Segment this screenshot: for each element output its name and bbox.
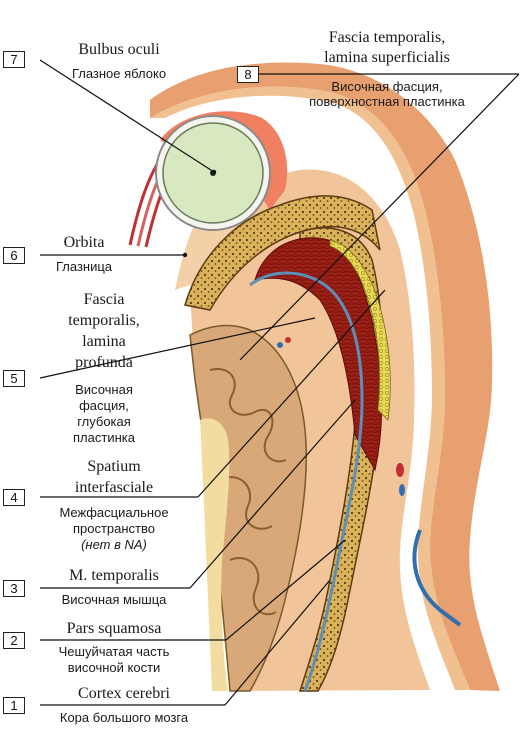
label-number-5: 5 (3, 370, 25, 387)
label-2-russian-line1: Чешуйчатая часть (58, 644, 170, 659)
label-3-russian: Височная мышца (61, 592, 167, 607)
label-6-russian: Глазница (55, 259, 113, 274)
label-5-latin-line2: temporalis, (68, 312, 140, 329)
label-7-russian: Глазное яблоко (71, 66, 167, 81)
label-5-russian-line3: глубокая (77, 414, 131, 429)
label-5-latin-line1: Fascia (83, 291, 125, 308)
label-4-russian-line2: пространство (72, 521, 156, 536)
fascia-line (249, 271, 364, 692)
label-number-2: 2 (3, 632, 25, 649)
label-7-latin: Bulbus oculi (78, 41, 160, 58)
label-5-russian-line4: пластинка (73, 430, 135, 445)
label-4-russian-line1: Межфасциальное (59, 505, 169, 520)
label-number-4: 4 (3, 489, 25, 506)
label-5-latin-line4: profunda (75, 354, 133, 371)
leader-lines (39, 59, 520, 706)
interfascial-fat (329, 239, 391, 421)
label-5-latin-line3: lamina (82, 333, 126, 350)
label-5-russian-line1: Височная (75, 382, 133, 397)
label-4-latin-line1: Spatium (87, 458, 141, 475)
label-8-latin-line2: lamina superficialis (324, 49, 450, 66)
label-8-latin-line1: Fascia temporalis, (328, 29, 446, 46)
label-number-7: 7 (3, 51, 25, 68)
cortex-folds (209, 368, 287, 616)
label-number-1: 1 (3, 697, 25, 714)
label-4-latin-line2: interfasciale (74, 479, 154, 496)
scalp-layer (150, 86, 470, 690)
label-5-russian-line2: фасция, (79, 398, 129, 413)
skin-layer (150, 62, 500, 691)
label-2-latin: Pars squamosa (66, 620, 162, 637)
label-3-latin: M. temporalis (69, 567, 159, 584)
label-6-latin: Orbita (63, 234, 105, 251)
label-4-russian-line3: (нет в NA) (81, 537, 147, 552)
label-number-3: 3 (3, 580, 25, 597)
label-8-russian-line2: поверхностная пластинка (309, 94, 465, 109)
label-number-6: 6 (3, 247, 25, 264)
vessels (277, 337, 462, 627)
label-1-latin: Cortex cerebri (78, 685, 170, 702)
label-2-russian-line2: височной кости (67, 660, 161, 675)
temporal-bone (184, 195, 381, 311)
label-number-8: 8 (237, 66, 259, 83)
label-1-russian: Кора большого мозга (59, 710, 189, 725)
label-8-russian-line1: Височная фасция, (331, 79, 443, 94)
